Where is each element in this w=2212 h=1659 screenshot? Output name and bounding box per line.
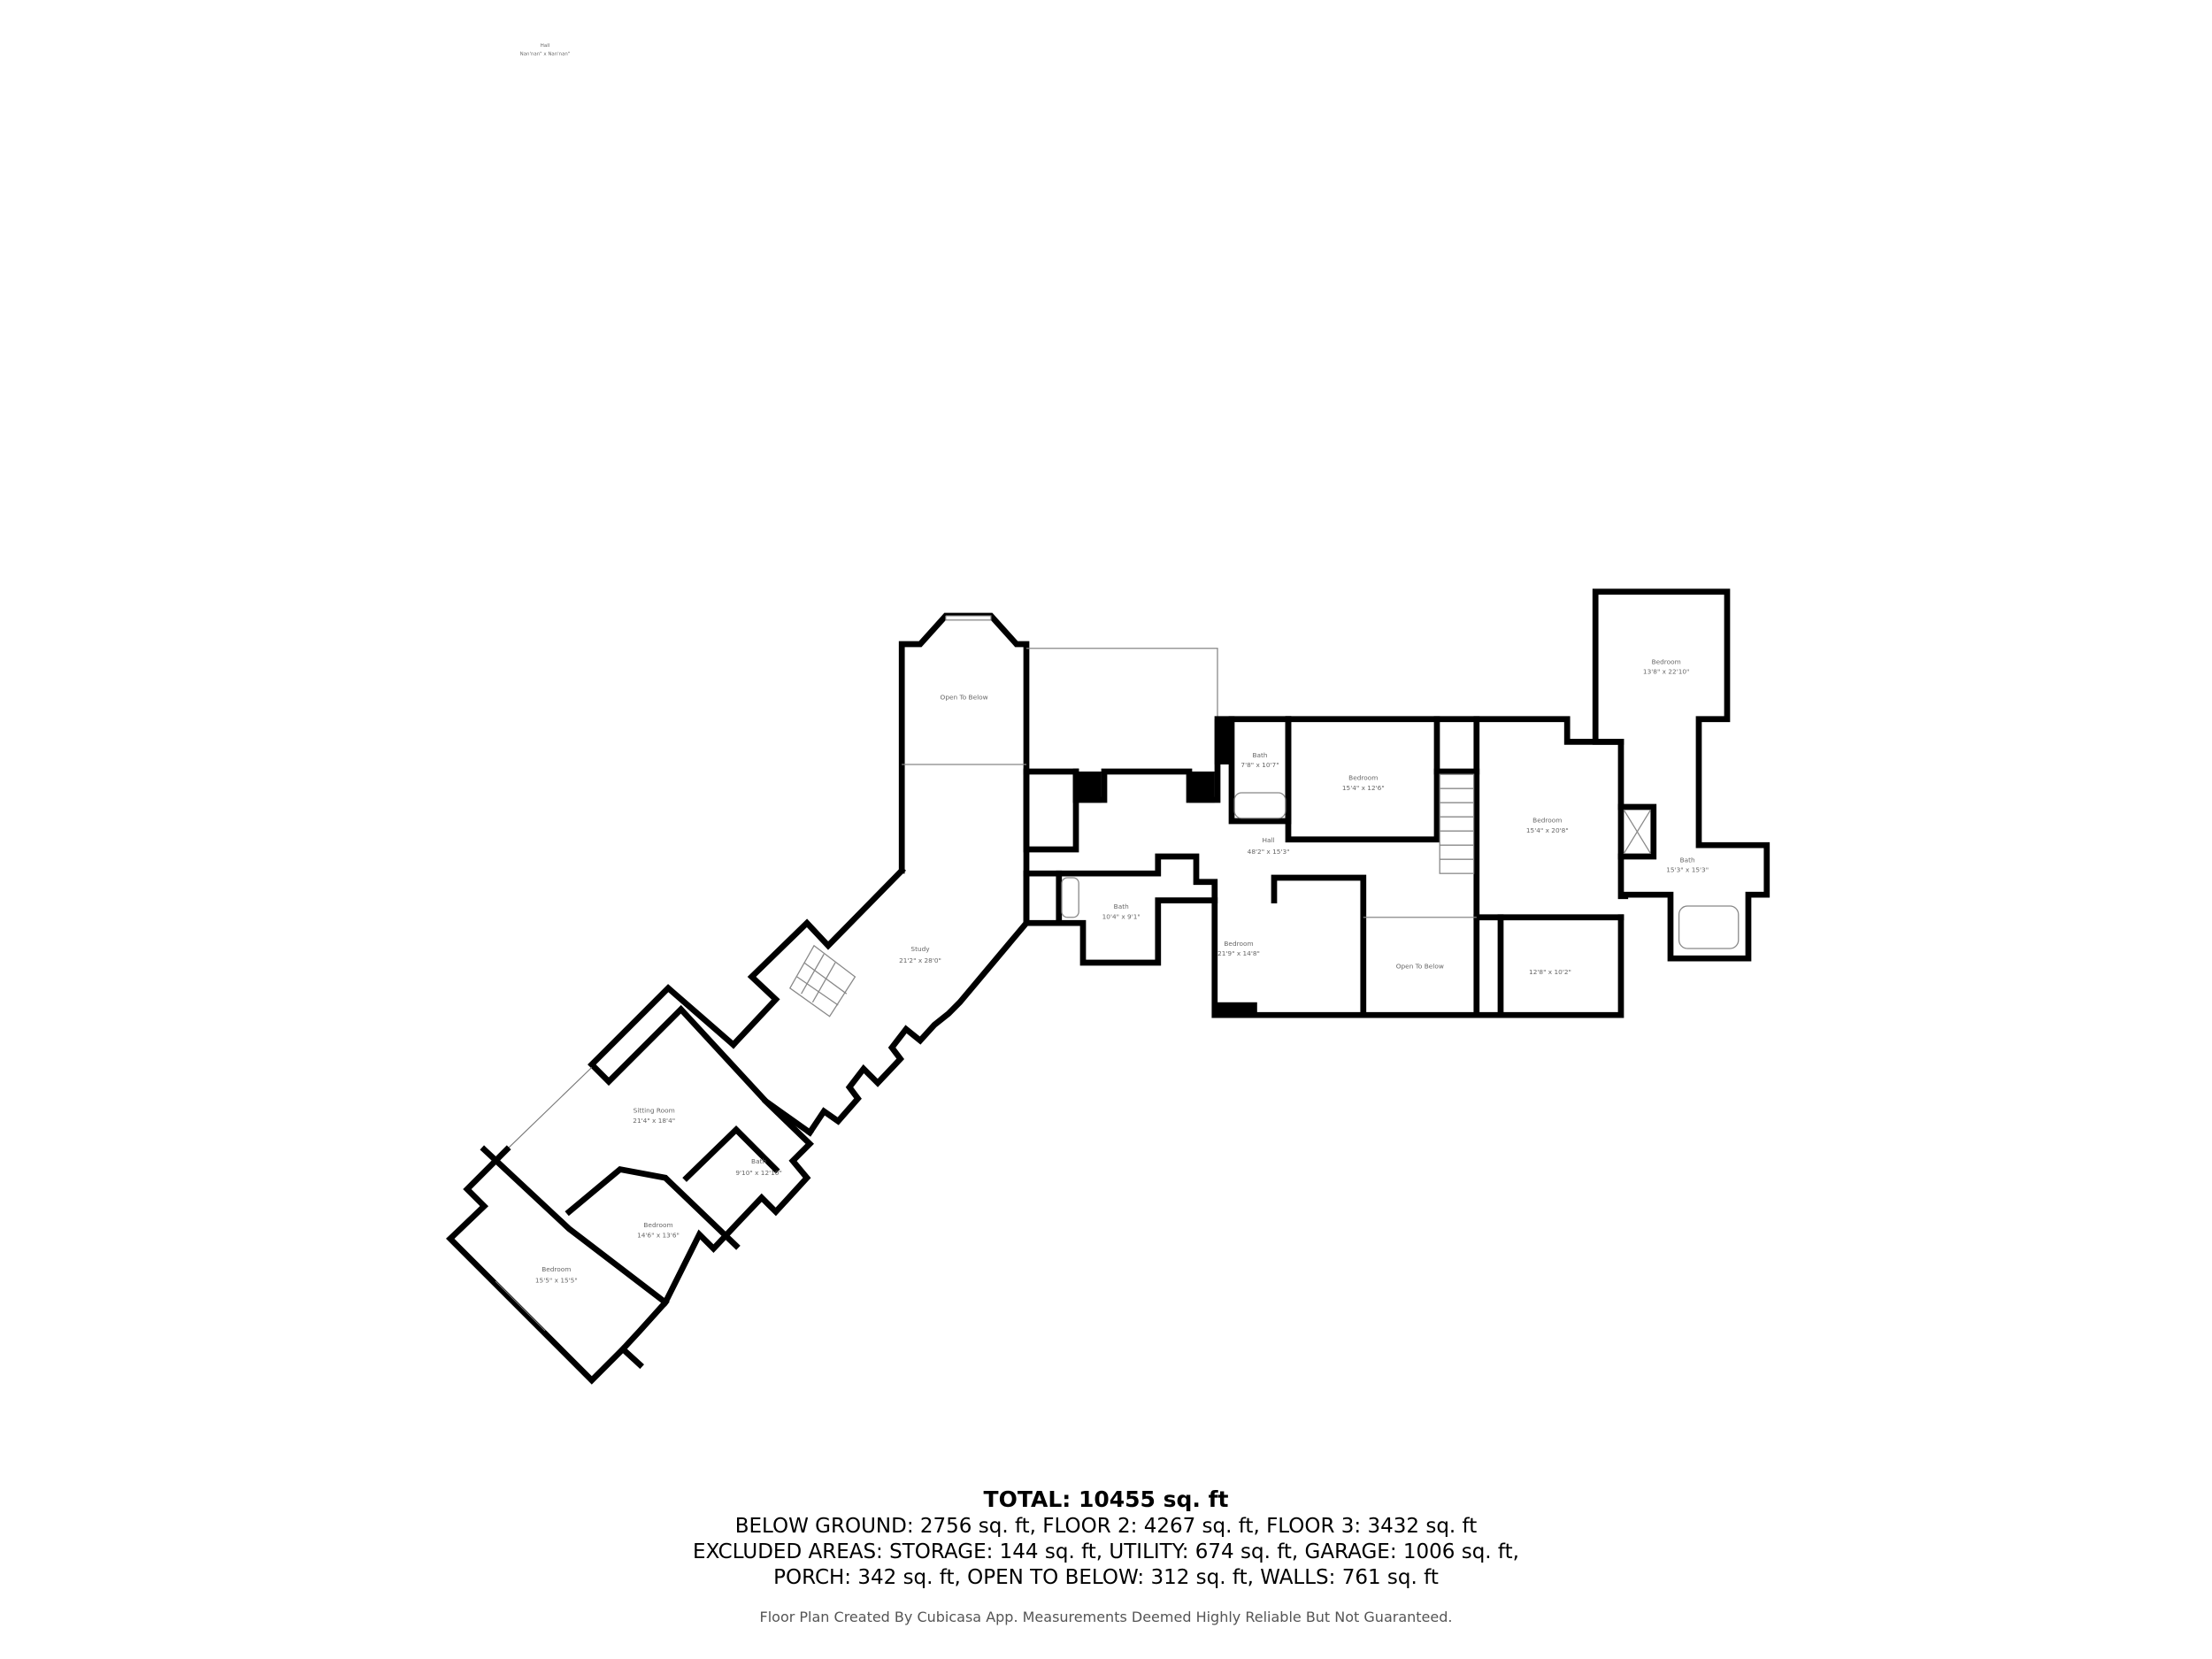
room-dims: 13'8" x 22'10" [1643,668,1690,676]
room-dims: 15'4" x 12'6" [1342,784,1385,792]
room-name: Hall [1263,836,1275,844]
column [1214,718,1232,764]
room-dims: 10'4" x 9'1" [1102,912,1141,920]
credit-note: Floor Plan Created By Cubicasa App. Meas… [759,1609,1453,1625]
shower-mark [1623,809,1652,855]
room-dims: 21'4" x 18'4" [633,1117,675,1125]
excluded-areas-continued: PORCH: 342 sq. ft, OPEN TO BELOW: 312 sq… [773,1566,1439,1589]
wall-study-left [729,866,906,1049]
staircase [1439,773,1475,874]
floor-areas: BELOW GROUND: 2756 sq. ft, FLOOR 2: 4267… [734,1515,1478,1538]
room-name: Bath [1680,856,1695,864]
wall-south [1023,853,1624,1018]
room-name: Bath [1252,751,1267,759]
room-dims: 15'3" x 15'3" [1666,866,1709,874]
room-name: Open To Below [1396,962,1444,970]
wall-bedroom-15-4 [1285,716,1440,843]
room-name: Study [910,945,930,953]
room-name: Bath [1114,902,1129,910]
room-dims: 48'2" x 15'3" [1248,848,1290,856]
room-name: Open To Below [941,693,988,701]
room-name: Bedroom [643,1221,672,1229]
room-dims: 21'2" x 28'0" [899,956,941,964]
window [495,1280,546,1332]
room-name: Bedroom [1652,657,1681,665]
wall-closet [1023,768,1079,853]
room-dims: 15'4" x 20'8" [1526,826,1569,834]
room-name: Sitting Room [634,1107,675,1115]
window [945,615,992,621]
wall-bedroom-divider [480,1145,670,1307]
wall-bedroom-21-9 [1271,874,1367,1018]
total-area: TOTAL: 10455 sq. ft [983,1486,1229,1512]
room-dims: 14'6" x 13'6" [637,1231,680,1239]
wall-bath-sw [682,1125,780,1182]
room-dims: 9'10" x 12'10" [735,1169,782,1177]
column [1214,1002,1257,1017]
floating-room-dims: Nan'nan" x Nan'nan" [520,51,571,57]
deck-outline [1026,648,1218,764]
bathtub [1678,905,1740,949]
room-dims: 21'9" x 14'8" [1217,949,1260,957]
room-dims: 15'5" x 15'5" [535,1277,578,1285]
wall-master-suite [1592,588,1770,962]
room-name: Bath [751,1157,766,1165]
window-sitting-room [506,1066,593,1150]
wall-open-to-below [898,612,1030,926]
wall-study-right [805,918,1031,1137]
bathtub [1233,792,1286,819]
bathtub [1061,877,1079,918]
room-name: Bedroom [541,1265,571,1273]
wall-north [1023,716,1629,900]
room-name: Bedroom [1348,774,1378,782]
wall-bath-7-8 [1228,716,1292,825]
wall-shower [1617,803,1657,860]
room-dims: 12'8" x 10'2" [1529,968,1571,976]
walls [446,588,1770,1385]
room-dims: 7'8" x 10'7" [1240,761,1279,769]
column [1188,771,1215,803]
excluded-areas: EXCLUDED AREAS: STORAGE: 144 sq. ft, UTI… [693,1540,1519,1563]
floating-room-name: Hall [541,43,549,49]
room-name: Bedroom [1532,817,1562,825]
staircase [788,944,856,1018]
room-labels: Open To Below Bath 7'8" x 10'7" Bedroom … [535,657,1709,1284]
room-name: Bedroom [1224,940,1253,948]
wall-bedroom-14-6 [565,1165,741,1250]
wall-bath-bedroom-sw [618,1097,814,1354]
wall-bath-10-4 [1023,870,1218,966]
